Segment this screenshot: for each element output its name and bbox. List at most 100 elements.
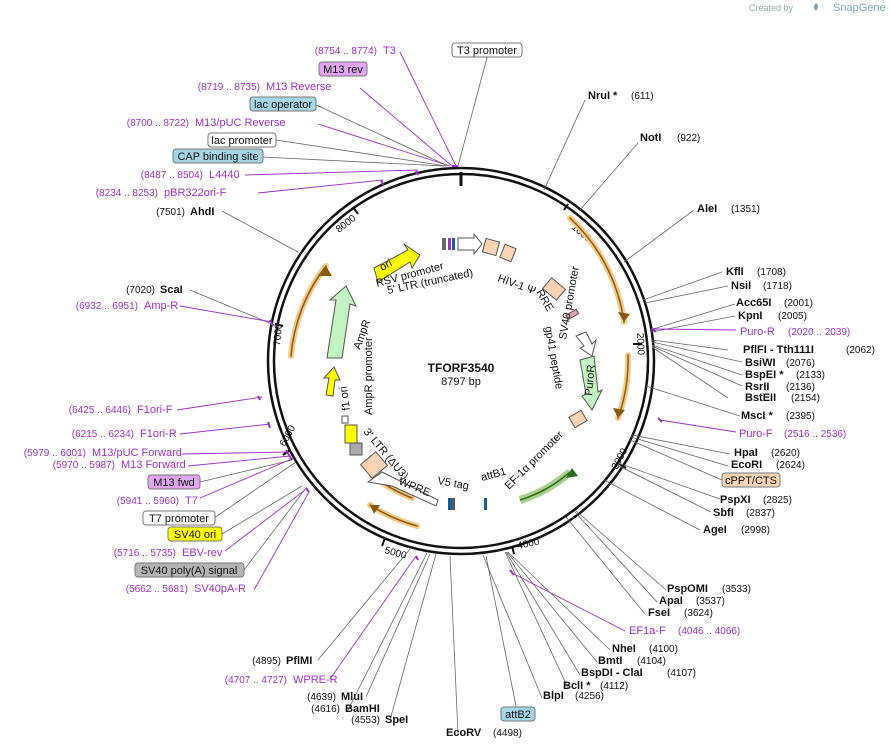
enzyme-mlui-pos: (4639)	[307, 692, 336, 703]
primer-ebvrev-pos: (5716 .. 5735)	[114, 548, 176, 559]
boxed-features: T3 promoter M13 rev lac operator lac pro…	[134, 42, 781, 722]
tick-label-8000: 8000	[334, 213, 359, 236]
enzyme-rsrii-pos: (2136)	[786, 382, 815, 393]
primer-pbr322: pBR322ori-F	[164, 187, 227, 199]
enzyme-hpai: HpaI	[734, 447, 758, 459]
enzyme-bspdi-pos: (4107)	[667, 668, 696, 679]
primer-pbr322-pos: (8234 .. 8253)	[96, 188, 158, 199]
enzyme-nhei-pos: (4100)	[649, 644, 678, 655]
enzyme-ecori-pos: (2624)	[776, 460, 805, 471]
enzyme-bsiwi: BsiWI	[745, 357, 776, 369]
enzyme-sbfi: SbfI	[713, 507, 734, 519]
enzyme-scai: ScaI	[160, 284, 183, 296]
enzyme-acc65i: Acc65I	[736, 297, 771, 309]
feature-cppt: cPPT/CTS	[725, 475, 777, 487]
enzyme-mlui: MluI	[341, 691, 363, 703]
label-attb1: attB1	[480, 466, 508, 484]
enzyme-sbfi-pos: (2837)	[746, 508, 775, 519]
primer-f1ori-f: F1ori-F	[137, 404, 173, 416]
enzyme-msci: MscI *	[741, 410, 774, 422]
enzyme-bspei: BspEI *	[745, 369, 784, 381]
primer-puro-f-pos: (2516 .. 2536)	[784, 429, 846, 440]
enzyme-bspei-pos: (2133)	[796, 370, 825, 381]
primer-ef1a-f: EF1a-F	[629, 625, 666, 637]
primer-m13fwd: M13 Forward	[121, 459, 186, 471]
enzyme-ecorv-pos: (4498)	[493, 728, 522, 739]
feature-t7-promoter: T7 promoter	[149, 513, 209, 525]
primer-f1ori-r-pos: (6215 .. 6234)	[72, 429, 134, 440]
enzyme-fsei: FseI	[648, 607, 670, 619]
primer-ebvrev: EBV-rev	[182, 547, 223, 559]
enzyme-rsrii: RsrII	[745, 381, 769, 393]
enzyme-kfli: KflI	[726, 266, 744, 278]
primer-sv40pa: SV40pA-R	[194, 583, 246, 595]
enzyme-apai: ApaI	[659, 595, 683, 607]
enzyme-pspomi: PspOMI	[667, 583, 708, 595]
label-ori: ori	[378, 257, 394, 273]
enzyme-pflmi: PflMI	[286, 655, 312, 667]
enzyme-pspxi: PspXI	[720, 494, 751, 506]
enzyme-spei-pos: (4553)	[351, 715, 380, 726]
enzyme-bsteii: BstEII	[745, 392, 776, 404]
tick-label-2000: 2000	[634, 333, 646, 356]
label-puror: PuroR	[583, 364, 598, 396]
enzyme-connectors-right	[449, 99, 743, 735]
feature-sv40-ori: SV40 ori	[174, 529, 216, 541]
primer-f1ori-f-pos: (6425 .. 6446)	[69, 405, 131, 416]
enzyme-pspxi-pos: (2825)	[763, 495, 792, 506]
tick-label-4000: 4000	[516, 536, 540, 551]
label-f1ori: f1 ori	[338, 385, 353, 411]
enzyme-msci-pos: (2395)	[786, 411, 815, 422]
enzyme-spei: SpeI	[385, 714, 408, 726]
orf-arrowhead	[618, 312, 630, 322]
inner-features	[322, 232, 604, 510]
label-sv40-promoter: SV40 promoter	[557, 265, 582, 340]
enzyme-blpi: BlpI	[543, 690, 564, 702]
enzyme-pflmi-pos: (4895)	[252, 656, 281, 667]
enzyme-kfli-pos: (1708)	[757, 267, 786, 278]
feature-m13-rev: M13 rev	[323, 64, 363, 76]
primer-wpre-r: WPRE-R	[293, 674, 338, 686]
primer-m13puc-fwd-pos: (5979 .. 6001)	[24, 448, 86, 459]
enzyme-agei: AgeI	[703, 524, 727, 536]
primer-m13puc-fwd: M13/pUC Forward	[92, 447, 182, 459]
primer-l4440: L4440	[209, 169, 240, 181]
feature-connectors	[199, 53, 723, 707]
enzyme-pspomi-pos: (3533)	[722, 584, 751, 595]
label-v5: V5 tag	[436, 475, 469, 492]
enzyme-noti-pos: (922)	[677, 133, 700, 144]
enzyme-nsii-pos: (1718)	[763, 281, 792, 292]
primer-connectors	[176, 51, 737, 680]
enzyme-ahdi-pos: (7501)	[156, 207, 185, 218]
enzyme-list-right: NruI * (611) NotI (922) AleI (1351) KflI…	[446, 90, 875, 739]
enzyme-connectors-left	[189, 210, 437, 721]
feature-sv40-polya: SV40 poly(A) signal	[141, 565, 238, 577]
enzyme-bsiwi-pos: (2076)	[786, 358, 815, 369]
credit-brand: SnapGene	[833, 2, 886, 14]
enzyme-bamhi: BamHI	[345, 703, 380, 715]
primer-t3: T3	[383, 45, 396, 57]
primer-marks	[257, 165, 663, 576]
primer-m13puc-rev: M13/pUC Reverse	[195, 117, 285, 129]
primer-t7-pos: (5941 .. 5960)	[117, 496, 179, 507]
plasmid-name: TFORF3540	[428, 361, 495, 375]
enzyme-ecori: EcoRI	[731, 459, 762, 471]
enzyme-alei: AleI	[697, 203, 717, 215]
snapgene-logo-icon	[814, 3, 818, 11]
feature-cap-site: CAP binding site	[177, 151, 258, 163]
orf-arrowhead	[370, 505, 380, 514]
primer-puro-r-pos: (2020 .. 2039)	[788, 327, 850, 338]
enzyme-nhei: NheI	[612, 643, 636, 655]
primer-puro-r: Puro-R	[740, 326, 775, 338]
tick-label-7000: 7000	[272, 323, 285, 347]
primer-m13puc-rev-pos: (8700 .. 8722)	[127, 118, 189, 129]
enzyme-bmti-pos: (4104)	[637, 656, 666, 667]
enzyme-kpni: KpnI	[738, 310, 762, 322]
feature-t3-promoter: T3 promoter	[457, 45, 517, 57]
tick-marks	[274, 203, 642, 555]
feature-m13-fwd: M13 fwd	[153, 477, 195, 489]
enzyme-agei-pos: (2998)	[741, 525, 770, 536]
feature-lac-operator: lac operator	[254, 99, 312, 111]
enzyme-bsteii-pos: (2154)	[791, 393, 820, 404]
